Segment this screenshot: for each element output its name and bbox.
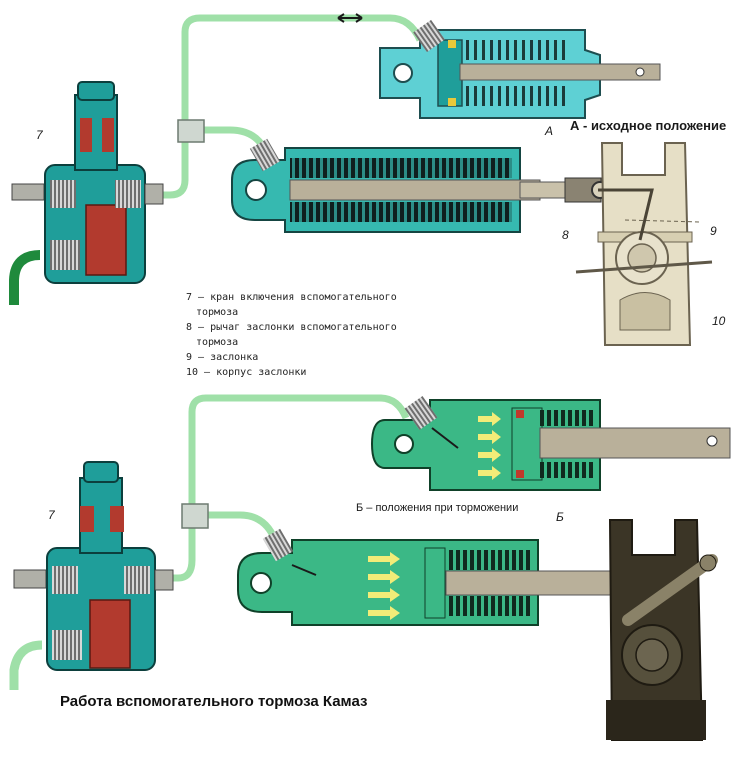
- brake-valve-b: [9, 461, 174, 690]
- brake-valve-a: [9, 81, 164, 305]
- state-a-assembly: [9, 13, 713, 346]
- callout-valve-bottom: 7: [48, 508, 55, 522]
- callout-flap: 9: [710, 224, 717, 238]
- state-a-caption: А - исходное положение: [570, 118, 727, 133]
- flap-housing-b: [606, 519, 718, 741]
- diagram-title: Работа вспомогательного тормоза Камаз: [60, 693, 368, 710]
- pipe-tee-b: [181, 503, 209, 529]
- legend-item-7-cont: тормоза: [196, 307, 239, 318]
- flap-housing-a: [575, 142, 713, 346]
- legend-item-7: 7 – кран включения вспомогательного: [186, 292, 397, 303]
- pipe-tee-a: [177, 119, 205, 143]
- marker-a: А: [545, 124, 554, 138]
- state-b-caption: Б – положения при торможении: [356, 502, 519, 514]
- legend-item-8-cont: тормоза: [196, 337, 239, 348]
- piston-rod-a: [519, 177, 609, 203]
- marker-b: Б: [556, 510, 564, 524]
- legend-item-9: 9 – заслонка: [186, 352, 259, 363]
- flow-arrow-a: [337, 13, 363, 23]
- upper-cylinder-b: [370, 396, 731, 491]
- upper-cylinder-a: [379, 19, 661, 119]
- legend-item-8: 8 – рычаг заслонки вспомогательного: [186, 322, 397, 333]
- callout-lever: 8: [562, 228, 569, 242]
- state-b-assembly: [9, 394, 731, 741]
- legend-item-10: 10 – корпус заслонки: [186, 367, 307, 378]
- legend: 7 – кран включения вспомогательного торм…: [186, 290, 397, 380]
- callout-valve-top: 7: [36, 128, 43, 142]
- callout-housing: 10: [712, 314, 726, 328]
- lower-cylinder-b: [237, 528, 647, 626]
- lower-cylinder-a: [231, 138, 541, 233]
